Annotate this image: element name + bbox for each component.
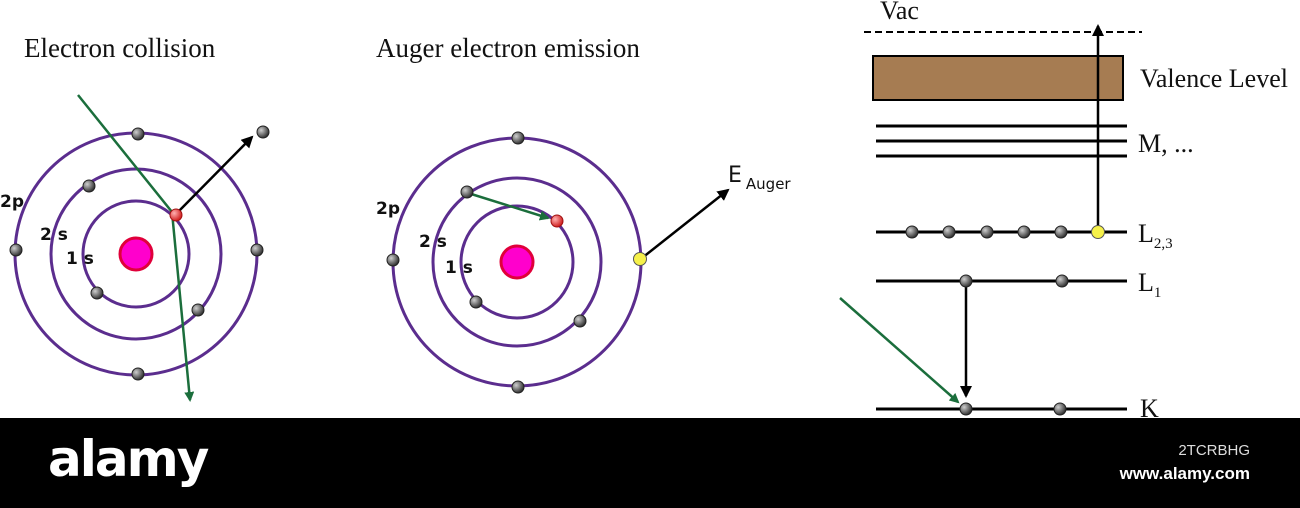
- electron: [511, 380, 525, 394]
- electron: [1053, 402, 1067, 416]
- orbit-1s: [459, 204, 575, 320]
- l23-level-label: L2,3: [1138, 219, 1173, 252]
- electron: [1017, 225, 1031, 239]
- vacancy-electron: [169, 208, 183, 222]
- k-level-label: K: [1140, 394, 1159, 418]
- electron: [131, 367, 145, 381]
- watermark-url: www.alamy.com: [1119, 464, 1250, 483]
- auger-electron: [1091, 225, 1105, 239]
- electron: [905, 225, 919, 239]
- electron: [511, 131, 525, 145]
- electron: [90, 286, 104, 300]
- orbit-2s: [431, 176, 603, 348]
- electron: [460, 185, 474, 199]
- orbit-label-1s: 1 s: [66, 249, 94, 269]
- nucleus: [118, 236, 154, 272]
- electron: [469, 295, 483, 309]
- auger-diagram: Electron collision 2p 2 s 1 s Auger elec…: [0, 0, 1288, 418]
- auger-emission-arrow: [641, 188, 730, 259]
- panel-title-auger: Auger electron emission: [376, 33, 640, 63]
- electron: [573, 314, 587, 328]
- electron: [131, 127, 145, 141]
- electron: [959, 402, 973, 416]
- orbit-label-2s: 2 s: [419, 232, 447, 252]
- electron: [386, 253, 400, 267]
- electron: [980, 225, 994, 239]
- filled-vacancy-electron: [550, 214, 564, 228]
- orbit-label-1s: 1 s: [445, 258, 473, 278]
- electron: [1054, 225, 1068, 239]
- alamy-logo: alamy: [48, 430, 209, 488]
- l1-level-label: L1: [1138, 268, 1161, 301]
- orbit-label-2s: 2 s: [40, 225, 68, 245]
- electron: [191, 303, 205, 317]
- electron: [250, 243, 264, 257]
- panel-title-collision: Electron collision: [24, 33, 216, 63]
- incident-electron-arrow: [839, 297, 960, 404]
- image-id: 2TCRBHG: [1178, 442, 1250, 459]
- ejected-electron-arrow: [175, 135, 254, 215]
- panel-energy-levels: Vac Valence Level M, ... L2,3 L1 K: [839, 0, 1288, 418]
- valence-band: [872, 55, 1124, 101]
- panel-electron-collision: Electron collision 2p 2 s 1 s: [0, 33, 270, 402]
- valence-label: Valence Level: [1140, 64, 1288, 93]
- electron: [82, 179, 96, 193]
- watermark-footer: alamy 2TCRBHG www.alamy.com: [0, 418, 1300, 508]
- electron: [1055, 274, 1069, 288]
- nucleus: [499, 244, 535, 280]
- electron: [942, 225, 956, 239]
- orbit-label-2p: 2p: [0, 192, 24, 212]
- m-level-label: M, ...: [1138, 129, 1194, 158]
- orbit-1s: [81, 199, 191, 309]
- vacuum-label: Vac: [880, 0, 919, 25]
- transition-arrow: [467, 191, 550, 221]
- auger-electron: [633, 252, 647, 266]
- orbit-label-2p: 2p: [376, 199, 400, 219]
- electron: [9, 243, 23, 257]
- electron: [959, 274, 973, 288]
- ejected-electron: [256, 125, 270, 139]
